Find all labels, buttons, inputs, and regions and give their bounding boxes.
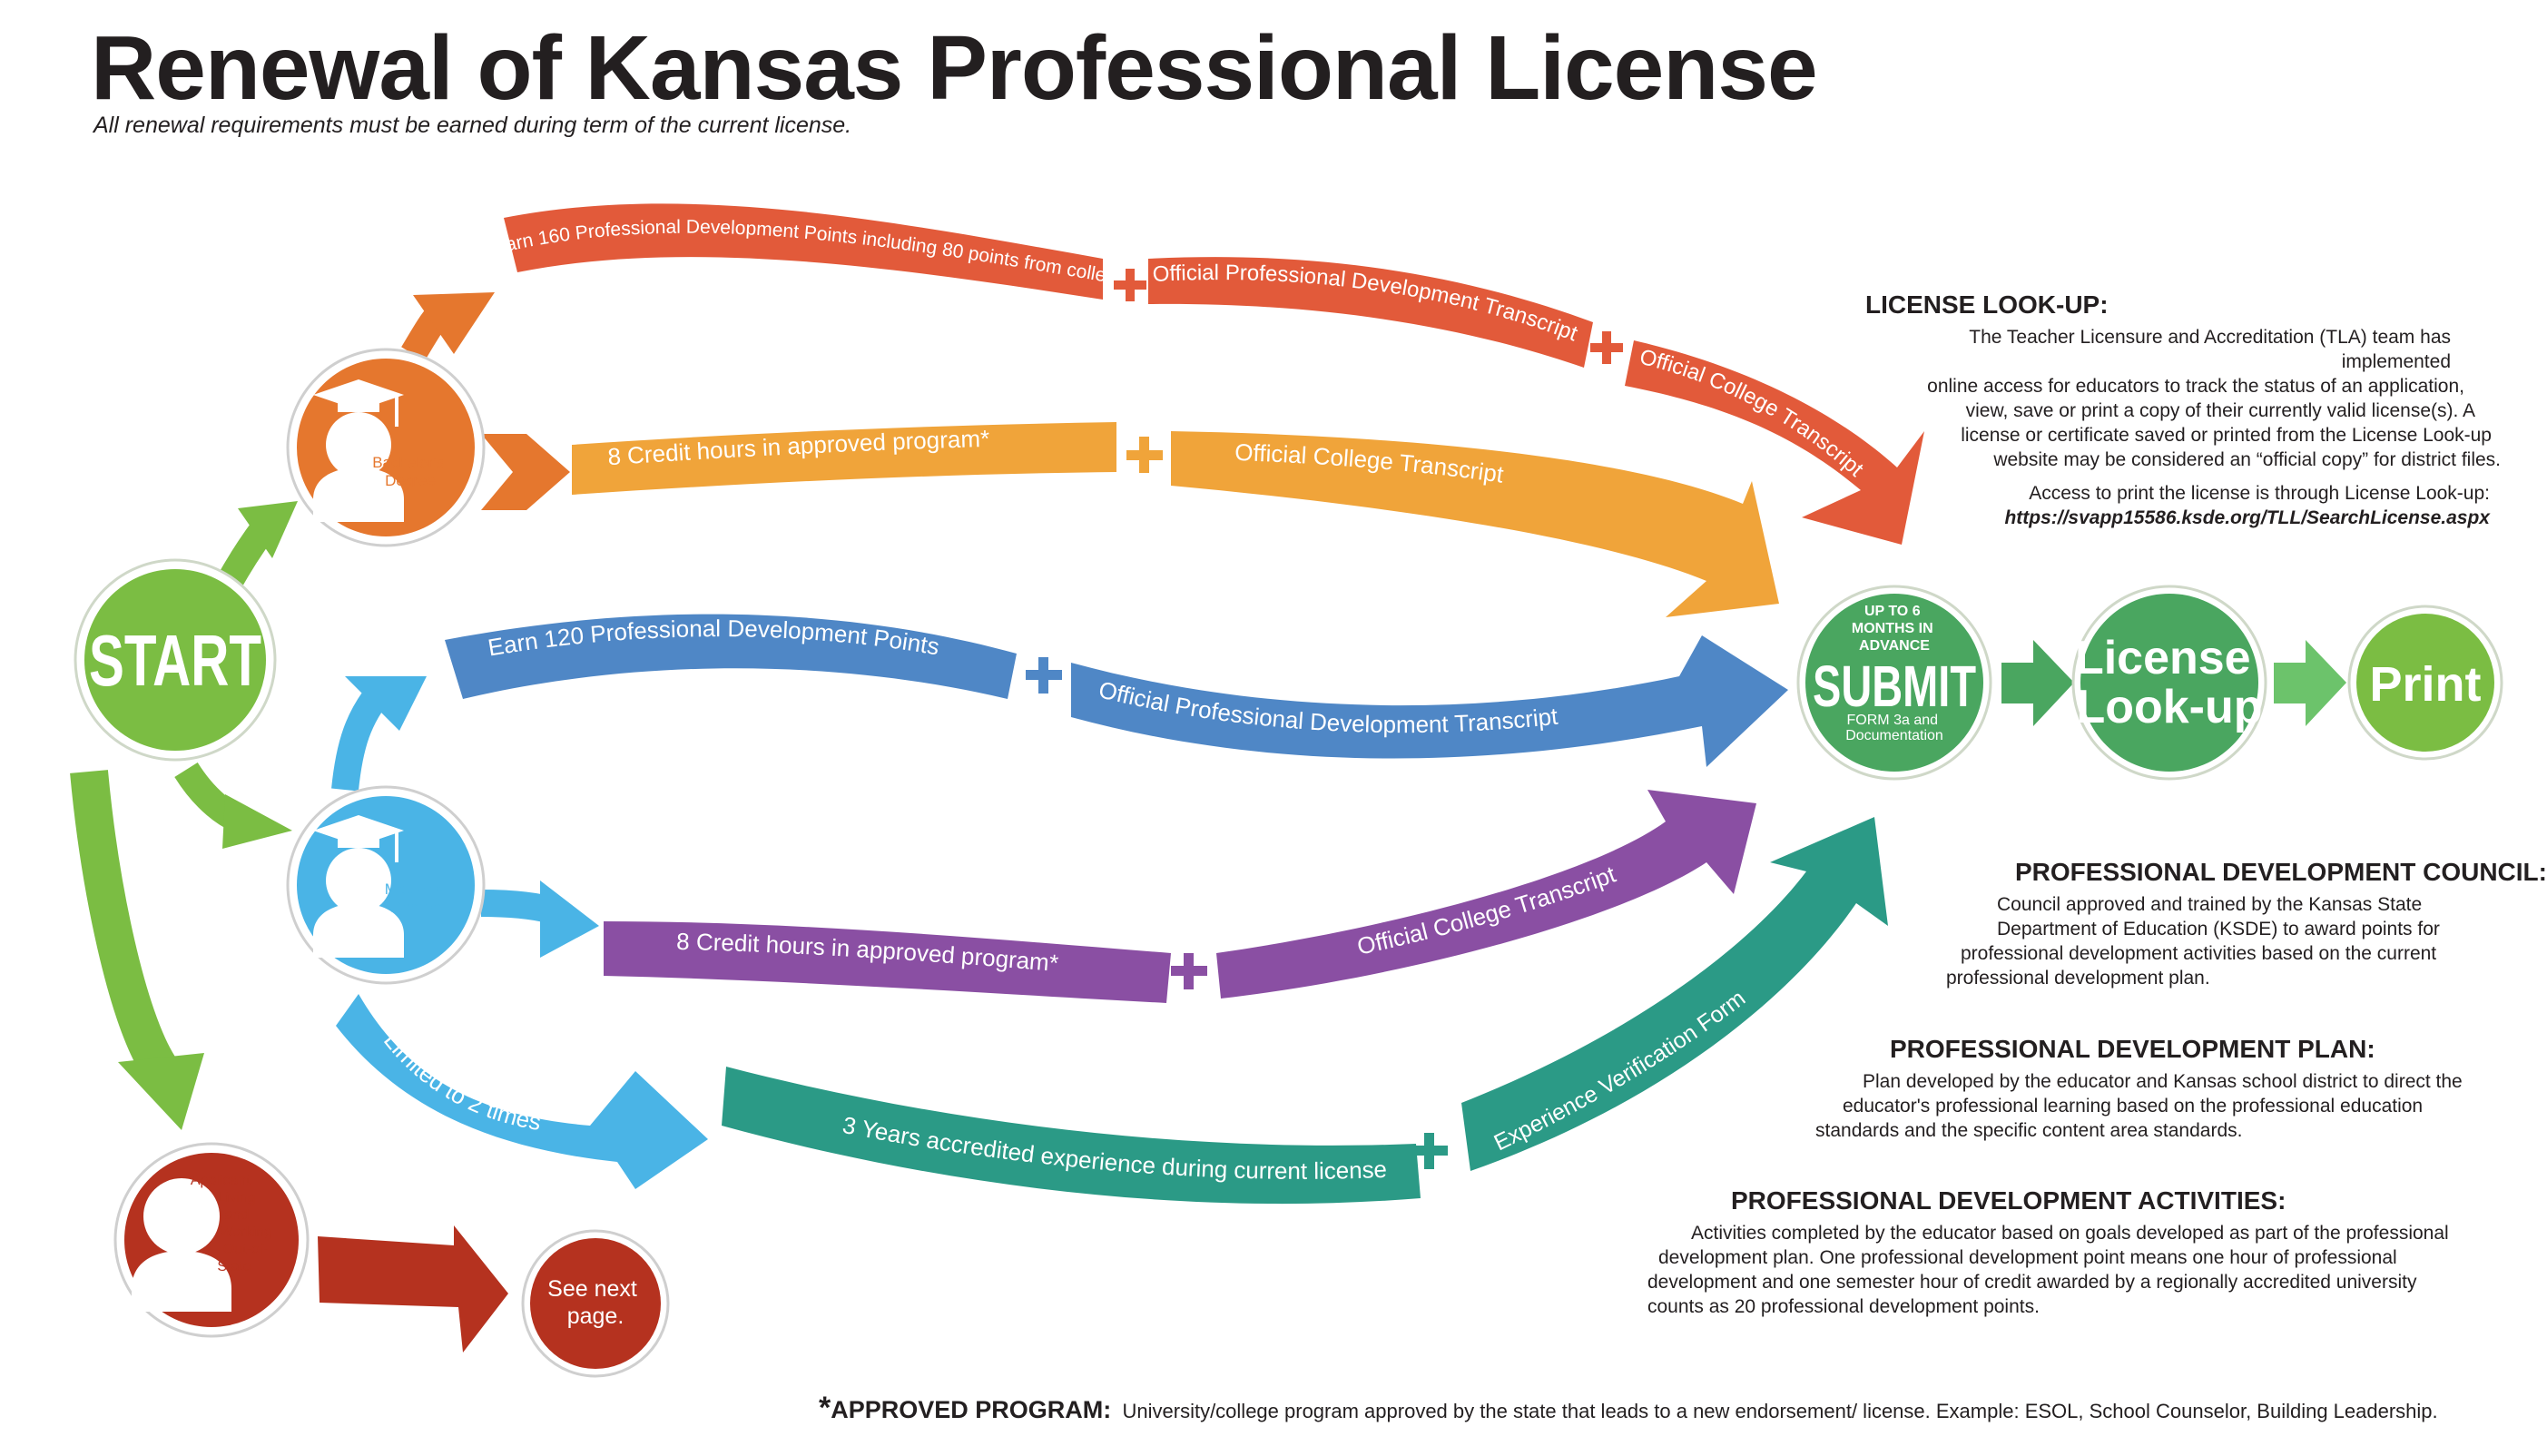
bachelor-to-orange-arrow — [481, 434, 570, 510]
bachelor-label-2: Degree — [385, 472, 436, 489]
license-lookup-info: LICENSE LOOK-UP: The Teacher Licensure a… — [1865, 290, 2501, 530]
out-of-state-label-1: Applicant — [191, 1173, 251, 1188]
svg-text:Applicant Living a: Applicant Living and Working Out-of- Sta… — [191, 1173, 277, 1274]
pd-activities-line-1: Activities completed by the educator bas… — [1691, 1223, 2449, 1244]
purple-path — [604, 790, 1756, 1003]
pd-council-info: PROFESSIONAL DEVELOPMENT COUNCIL: Counci… — [1942, 858, 2547, 990]
bachelor-node: Bachelor's Degree — [286, 348, 486, 547]
submit-to-lookup-arrow — [2001, 640, 2074, 726]
out-of-state-label-5: Out-of- — [223, 1242, 269, 1257]
pd-council-line-4: professional development plan. — [1946, 968, 2210, 989]
pd-plan-info: PROFESSIONAL DEVELOPMENT PLAN: Plan deve… — [1815, 1035, 2505, 1143]
teal-path — [722, 817, 1888, 1205]
see-next-page-node[interactable]: See next page. — [521, 1229, 670, 1378]
footnote-body: University/college program approved by t… — [1122, 1400, 2438, 1422]
out-of-state-arrow — [318, 1225, 508, 1353]
submit-bottom-2: Documentation — [1845, 728, 1943, 743]
license-lookup-line-5: website may be considered an “official c… — [1993, 449, 2501, 470]
submit-label: SUBMIT — [1813, 654, 1976, 719]
pd-activities-line-3: development and one semester hour of cre… — [1647, 1272, 2417, 1293]
master-to-purple-arrow — [480, 880, 599, 958]
pd-plan-heading: PROFESSIONAL DEVELOPMENT PLAN: — [1890, 1035, 2375, 1063]
blue-plus — [1026, 657, 1062, 694]
license-lookup-line-2: online access for educators to track the… — [1927, 376, 2464, 397]
out-of-state-label-3: and — [224, 1207, 249, 1223]
see-next-label-2: page. — [567, 1304, 624, 1329]
submit-top-1: UP TO 6 — [1864, 604, 1921, 619]
pd-activities-line-4: counts as 20 professional development po… — [1647, 1296, 2040, 1317]
master-node: Master's Degree — [286, 785, 486, 985]
bachelor-to-red-arrow — [401, 292, 495, 361]
start-to-master-arrow — [174, 762, 292, 849]
svg-text:Master's Degree: Master's Degree — [385, 880, 447, 916]
footnote-heading: APPROVED PROGRAM: — [831, 1396, 1112, 1423]
see-next-label-1: See next — [547, 1276, 637, 1302]
teal-plus — [1411, 1133, 1448, 1169]
submit-top-3: ADVANCE — [1859, 638, 1930, 654]
orange-plus — [1126, 437, 1163, 473]
out-of-state-node: Applicant Living and Working Out-of- Sta… — [113, 1142, 310, 1338]
pd-plan-line-3: standards and the specific content area … — [1815, 1120, 2243, 1141]
svg-text:License Look-up: License Look-up — [2075, 632, 2264, 733]
lookup-label-2: Look-up — [2076, 681, 2262, 733]
submit-node: UP TO 6 MONTHS IN ADVANCE SUBMIT FORM 3a… — [1796, 585, 1992, 781]
red-plus-1 — [1114, 269, 1146, 301]
pd-council-line-1: Council approved and trained by the Kans… — [1997, 894, 2423, 915]
person-icon — [132, 1178, 231, 1312]
blue-path — [445, 614, 1788, 767]
license-lookup-line-1: The Teacher Licensure and Accreditation … — [1969, 327, 2451, 372]
red-path — [504, 203, 1924, 545]
master-label-2: Degree — [390, 899, 441, 916]
svg-text:See next page.: See next page. — [547, 1276, 644, 1329]
start-node: START — [74, 558, 277, 762]
submit-top-2: MONTHS IN — [1852, 621, 1933, 636]
page-title: Renewal of Kansas Professional License — [91, 17, 1818, 119]
pd-council-line-2: Department of Education (KSDE) to award … — [1997, 919, 2440, 940]
print-node[interactable]: Print — [2347, 605, 2503, 761]
purple-plus — [1171, 953, 1207, 989]
approved-program-footnote: *APPROVED PROGRAM: University/college pr… — [819, 1391, 2438, 1426]
start-label: START — [89, 620, 261, 701]
graduate-icon — [313, 379, 404, 522]
pd-activities-heading: PROFESSIONAL DEVELOPMENT ACTIVITIES: — [1731, 1186, 2286, 1215]
license-lookup-url[interactable]: https://svapp15586.ksde.org/TLL/SearchLi… — [2004, 507, 2490, 528]
submit-bottom-1: FORM 3a and — [1847, 713, 1938, 728]
start-to-out-of-state-arrow — [70, 770, 204, 1130]
out-of-state-label-4: Working — [220, 1225, 272, 1240]
orange-path — [572, 422, 1779, 617]
footnote-star: * — [819, 1391, 831, 1425]
pd-activities-info: PROFESSIONAL DEVELOPMENT ACTIVITIES: Act… — [1647, 1186, 2510, 1319]
lookup-to-print-arrow — [2274, 640, 2346, 726]
pd-activities-line-2: development plan. One professional devel… — [1658, 1247, 2397, 1268]
license-lookup-access: Access to print the license is through L… — [2029, 483, 2490, 504]
license-lookup-heading: LICENSE LOOK-UP: — [1865, 290, 2109, 319]
pd-council-heading: PROFESSIONAL DEVELOPMENT COUNCIL: — [2015, 858, 2547, 886]
graduate-icon — [313, 815, 404, 958]
limited-arrow — [336, 994, 708, 1189]
license-lookup-line-3: view, save or print a copy of their curr… — [1965, 400, 2475, 421]
svg-text:UP TO 6 MONTHS IN: UP TO 6 MONTHS IN ADVANCE — [1852, 604, 1937, 654]
out-of-state-label-6: State — [217, 1259, 251, 1274]
lookup-label-1: License — [2075, 632, 2251, 684]
print-label: Print — [2369, 657, 2481, 712]
pd-council-line-3: professional development activities base… — [1961, 943, 2437, 964]
teal-text-2: Experience Verification Form — [1490, 986, 1751, 1156]
svg-text:Bachelor's Degree: Bachelor's Degree — [372, 454, 448, 489]
license-lookup-line-4: license or certificate saved or printed … — [1961, 425, 2492, 446]
page-subtitle: All renewal requirements must be earned … — [93, 113, 852, 138]
master-label-1: Master's — [385, 880, 443, 898]
master-to-blue-arrow — [331, 676, 427, 792]
license-lookup-node[interactable]: License Look-up — [2071, 585, 2267, 781]
pd-plan-line-2: educator's professional learning based o… — [1843, 1096, 2424, 1117]
pd-plan-line-1: Plan developed by the educator and Kansa… — [1863, 1071, 2463, 1092]
red-text-1: Earn 160 Professional Development Points… — [0, 0, 1107, 286]
svg-text:FORM 3a and Documentatio: FORM 3a and Documentation — [1845, 713, 1943, 743]
out-of-state-label-2: Living — [218, 1190, 256, 1205]
bachelor-label-1: Bachelor's — [372, 454, 444, 471]
red-plus-2 — [1590, 331, 1623, 364]
